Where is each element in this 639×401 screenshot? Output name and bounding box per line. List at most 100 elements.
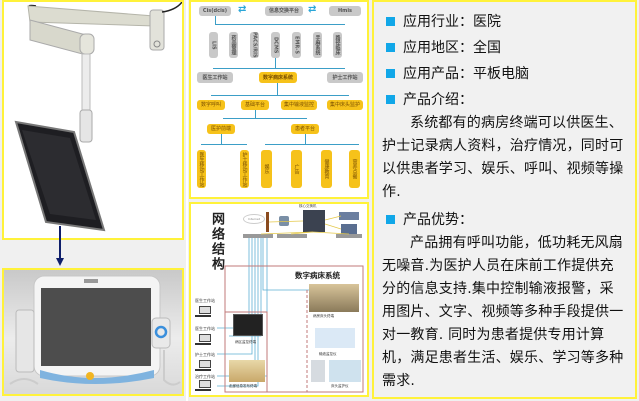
computer-icon <box>199 306 211 314</box>
server-icon <box>339 212 359 220</box>
infusion-monitor-photo <box>315 328 355 348</box>
router-icon <box>279 216 289 226</box>
network-links <box>217 215 364 393</box>
advantage-row: 产品优势： <box>382 206 627 232</box>
exchange-arrow-icon: ⇄ <box>308 4 317 15</box>
access-switch-icon <box>336 234 362 238</box>
region-row: 应用地区： 全国 <box>382 34 627 60</box>
node-bedside-monitor: 集中床头监护 <box>327 100 363 110</box>
down-arrow-icon <box>56 226 64 266</box>
computer-base <box>195 343 211 345</box>
firewall-icon <box>266 212 269 232</box>
call-panel-photo <box>311 360 325 382</box>
device-label: 床头监护仪 <box>331 384 349 388</box>
connector <box>215 24 345 25</box>
workstation-label: 医生工作站 <box>195 298 215 303</box>
node-health-education: 健康教育 <box>321 150 332 188</box>
node-patient-platform: 患者平台 <box>291 124 319 134</box>
ward-monitor-photo <box>233 314 263 336</box>
node-anesthesia: 手麻系统 <box>313 32 322 58</box>
node-doctor-station: 医生工作站 <box>197 72 233 83</box>
bullet-square-icon <box>386 214 395 224</box>
computer-base <box>195 315 211 317</box>
device-label: 病区监控终端 <box>235 340 256 344</box>
access-switch-icon <box>277 234 307 238</box>
intro-row: 产品介绍： <box>382 86 627 112</box>
bedside-terminal-illustration <box>9 275 181 386</box>
product-label: 应用产品： <box>403 66 473 82</box>
internet-cloud-icon: Internet <box>243 214 265 224</box>
node-nurse-mobile: 护士移动工作站 <box>240 150 249 188</box>
access-switch-icon <box>243 234 273 238</box>
server-icon <box>341 224 357 234</box>
connector <box>277 83 278 95</box>
connector <box>215 16 216 24</box>
bullet-square-icon <box>386 94 395 104</box>
computer-icon <box>199 360 211 368</box>
column-divider <box>186 0 188 401</box>
industry-value: 医院 <box>473 14 501 30</box>
bullet-square-icon <box>386 16 395 26</box>
node-lis: LIS <box>209 32 218 58</box>
node-emr: EMR-S <box>292 32 301 58</box>
connector <box>275 58 276 68</box>
node-doctor-mobile: 医生移动工作站 <box>197 150 206 188</box>
connector <box>255 110 256 118</box>
workstation-label: 医生工作站 <box>195 326 215 331</box>
product-info-panel: 应用行业： 医院 应用地区： 全国 应用产品： 平板电脑 产品介绍： 系统都有的… <box>372 0 637 399</box>
node-digital-bed-system: 数字病床系统 <box>259 72 297 83</box>
region-value: 全国 <box>473 40 501 56</box>
device-label: 走廊信息发布终端 <box>229 384 257 388</box>
core-switch-label: 核心交换机 <box>299 204 317 208</box>
product-value: 平板电脑 <box>473 66 529 82</box>
node-infusion-monitor: 集中输液监控 <box>281 100 317 110</box>
node-pacs-ris: PACS/RIS <box>250 32 259 58</box>
node-dcms: DCMS <box>271 32 280 58</box>
advantage-text: 产品拥有呼叫功能，低功耗无风扇无噪音.为医护人员在床前工作提供充分的信息支持.集… <box>382 235 624 389</box>
internet-label: Internet <box>248 217 260 221</box>
exchange-arrow-icon: ⇄ <box>238 4 247 15</box>
bedside-terminal-image <box>2 268 184 396</box>
product-row: 应用产品： 平板电脑 <box>382 60 627 86</box>
network-title: 网络结构 <box>209 212 224 272</box>
node-hmis: Hmis <box>329 6 361 16</box>
node-base-platform: 基础平台 <box>241 100 269 110</box>
device-label: 输液监控仪 <box>319 352 337 356</box>
bullet-square-icon <box>386 42 395 52</box>
node-clinical-path: 路径临床 <box>333 32 342 58</box>
bedside-terminal-photo <box>309 284 359 312</box>
intro-label: 产品介绍： <box>403 92 473 108</box>
node-medical-frontend: 医护前端 <box>207 124 235 134</box>
connector <box>221 134 222 144</box>
node-entertainment: 娱乐 <box>261 150 272 188</box>
node-meal-ordering: 营养点餐 <box>349 150 360 188</box>
computer-base <box>195 389 211 391</box>
connector <box>223 118 307 119</box>
computer-icon <box>199 334 211 342</box>
connector <box>265 144 359 145</box>
node-advertising: 广告 <box>291 150 302 188</box>
region-label: 应用地区： <box>403 40 473 56</box>
intro-text: 系统都有的病房终端可以供医生、护士记录病人资料，治疗情况，同时可以供患者学习、娱… <box>382 115 624 200</box>
bedside-guard-photo <box>329 360 361 382</box>
advantage-label: 产品优势： <box>403 212 473 228</box>
node-exchange-platform: 信息交换平台 <box>265 6 303 16</box>
digital-bed-system-title: 数字病床系统 <box>295 271 340 280</box>
computer-icon <box>199 380 211 388</box>
corridor-display-photo <box>229 360 265 382</box>
node-drug-management: 药品管理 <box>229 32 238 58</box>
workstation-label: 治疗工作站 <box>195 374 215 379</box>
connector <box>211 95 349 96</box>
core-switch-icon <box>303 210 325 232</box>
system-architecture-diagram: Cis(dcis) ⇄ 信息交换平台 ⇄ Hmis LIS 药品管理 PACS/… <box>189 0 369 199</box>
bullet-square-icon <box>386 68 395 78</box>
connector <box>213 68 345 69</box>
node-nurse-station: 护士工作站 <box>327 72 363 83</box>
industry-label: 应用行业： <box>403 14 473 30</box>
computer-base <box>195 369 211 371</box>
node-cis: Cis(dcis) <box>199 6 231 16</box>
connector <box>201 144 247 145</box>
industry-row: 应用行业： 医院 <box>382 8 627 34</box>
arm-monitor-image <box>2 0 184 240</box>
node-digital-call: 数字呼叫 <box>197 100 225 110</box>
